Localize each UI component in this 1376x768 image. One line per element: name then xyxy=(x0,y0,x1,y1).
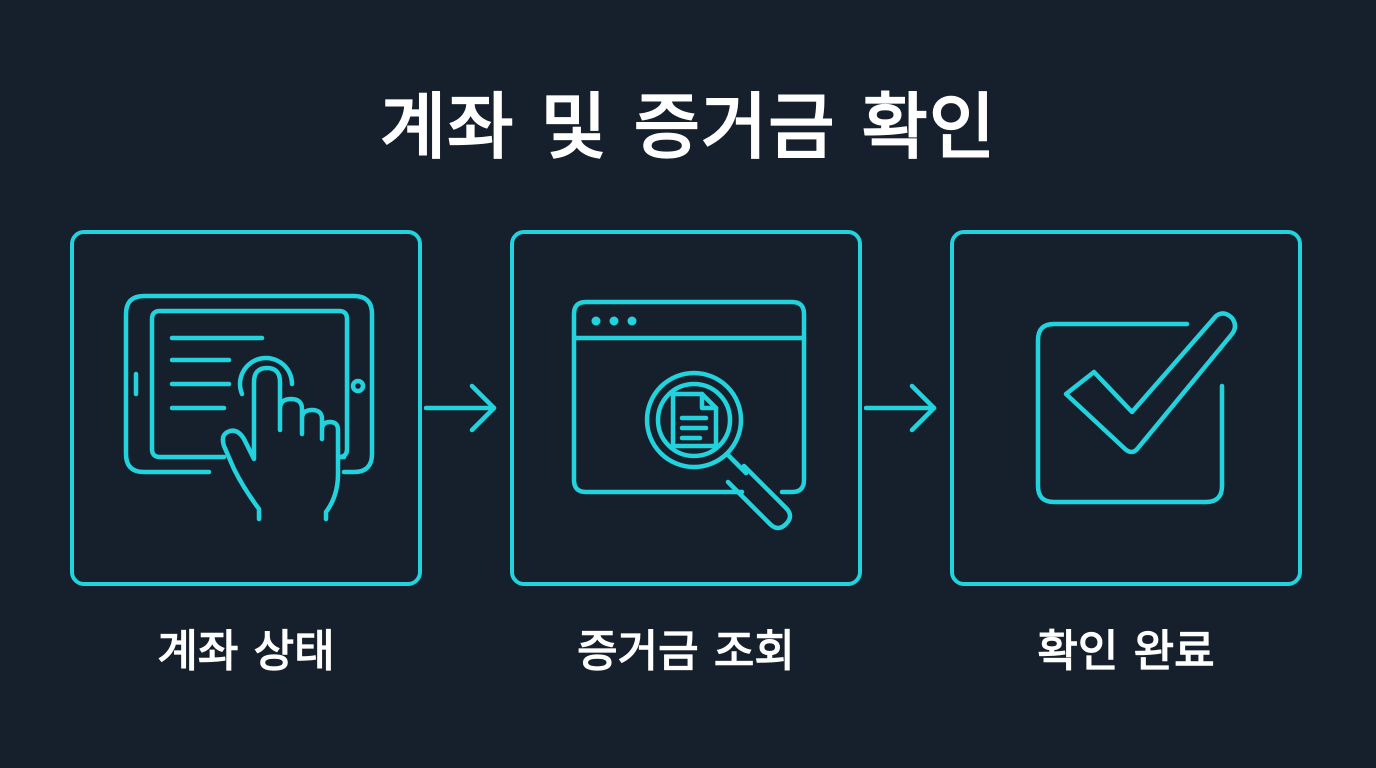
browser-search-document-icon xyxy=(571,299,807,531)
step-1-box xyxy=(70,230,422,586)
tablet-touch-icon xyxy=(123,293,375,522)
step-1-label: 계좌 상태 xyxy=(157,626,335,677)
checkbox-check-icon xyxy=(1035,311,1238,505)
step-3-box xyxy=(950,230,1302,586)
arrow-right-icon xyxy=(864,383,937,433)
step-2-label: 증거금 조회 xyxy=(577,626,795,677)
step-2-box xyxy=(510,230,862,586)
step-3-label: 확인 완료 xyxy=(1037,626,1215,677)
arrow-right-icon xyxy=(424,383,497,433)
diagram-title: 계좌 및 증거금 확인 xyxy=(379,85,997,169)
